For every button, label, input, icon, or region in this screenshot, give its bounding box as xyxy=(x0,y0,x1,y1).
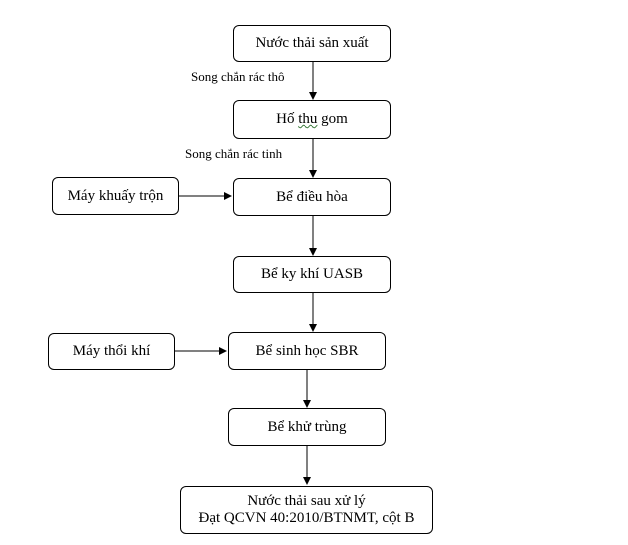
side-input-may-thoi-khi: Máy thổi khí xyxy=(48,333,175,370)
step-label: Bể sinh học SBR xyxy=(255,342,359,359)
side-input-label: Máy thổi khí xyxy=(72,343,151,359)
step-label-line1: Nước thải sau xử lý xyxy=(247,493,366,509)
step-nuoc-thai-sau-xu-ly: Nước thải sau xử lý Đạt QCVN 40:2010/BTN… xyxy=(180,486,433,534)
step-label: Bể ky khí UASB xyxy=(260,266,364,282)
step-label: Hố thu gom xyxy=(276,111,348,127)
step-ho-thu-gom: Hố thu gom xyxy=(233,100,391,139)
edge-label-song-chan-rac-tho: Song chắn rác thô xyxy=(191,69,285,84)
step-label: Bể điều hòa xyxy=(276,188,348,205)
step-nuoc-thai-san-xuat: Nước thải sản xuất xyxy=(233,25,391,62)
side-input-may-khuay-tron: Máy khuấy trộn xyxy=(52,177,179,215)
step-be-khu-trung: Bể khử trùng xyxy=(228,408,386,446)
step-label: Bể khử trùng xyxy=(267,418,347,435)
step-label-line2: Đạt QCVN 40:2010/BTNMT, cột B xyxy=(198,510,415,526)
edge-label-song-chan-rac-tinh: Song chắn rác tinh xyxy=(185,146,283,161)
step-be-ky-khi: Bể ky khí UASB xyxy=(233,256,391,293)
side-input-label: Máy khuấy trộn xyxy=(67,187,164,204)
step-be-sinh-hoc: Bể sinh học SBR xyxy=(228,332,386,370)
step-label: Nước thải sản xuất xyxy=(255,35,369,51)
step-be-dieu-hoa: Bể điều hòa xyxy=(233,178,391,216)
